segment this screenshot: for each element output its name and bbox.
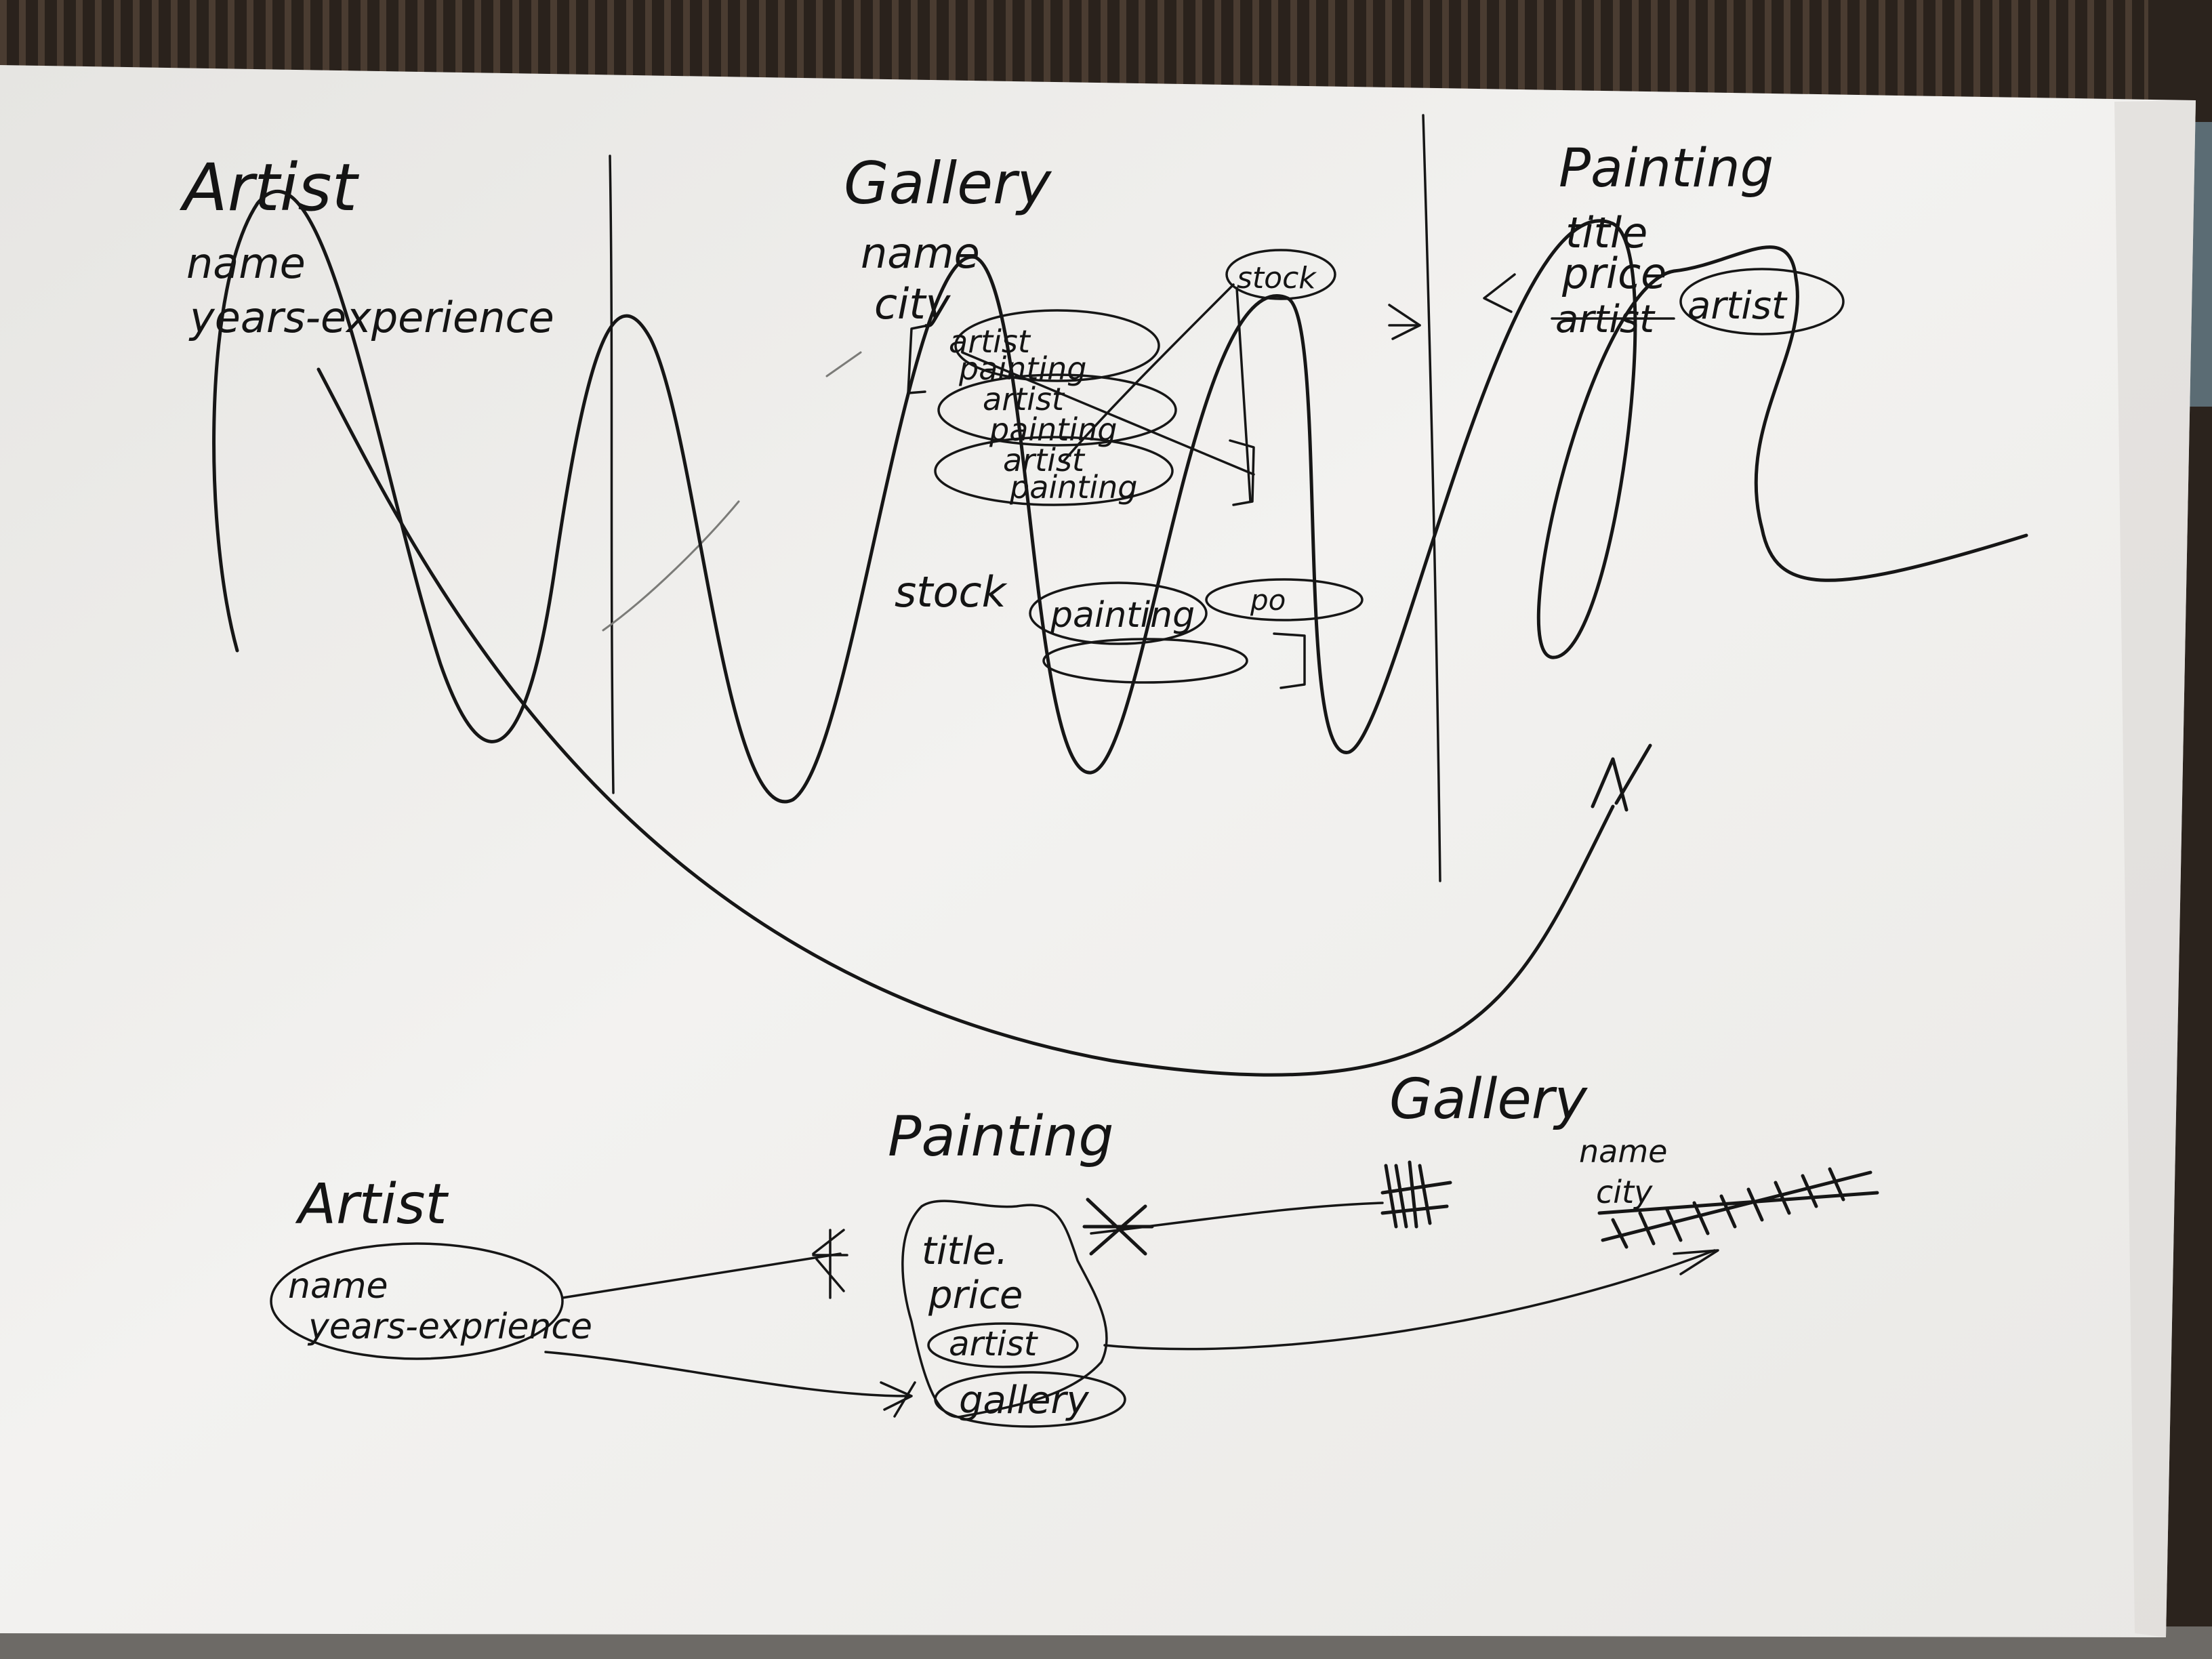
rel-painting-gallery-x [1082,1197,1154,1256]
list-item-ellipse-1 [954,309,1160,382]
top-gallery-entity: Gallery name city artist painting artist… [602,150,1364,689]
list-item-3-artist: artist [1003,442,1086,478]
scribble-wave [212,189,2028,804]
pencil-mark-1 [825,351,862,377]
curve-arrow-head [1591,743,1652,812]
rel-painting-gallery-bottom-head [1673,1249,1719,1275]
bottom-diagram: Artist name years-exprience Painting tit… [270,1067,1879,1428]
divider-line-1 [609,155,615,794]
bottom-artist-title: Artist [295,1172,449,1237]
bottom-gallery-title: Gallery [1389,1067,1589,1132]
arrow-left-head [1483,273,1516,313]
divider-line-2 [1422,114,1441,882]
stock-bubble-text: stock [1237,261,1317,295]
rel-artist-painting-bottom [544,1351,909,1397]
bottom-gallery-entity: Gallery name city [1380,1067,1879,1249]
stock-partial-text: po [1250,583,1286,617]
scribble-long-curve [316,367,1615,1077]
bottom-artist-field-name: name [288,1266,388,1307]
paper-sheet [0,65,2196,1637]
top-painting-title: Painting [1559,138,1774,199]
top-artist-field-years: years-experience [188,293,554,342]
bottom-painting-gallery-ellipse [934,1371,1126,1428]
bottom-painting-artist-ellipse [927,1322,1079,1368]
bottom-painting-field-price: price [928,1273,1023,1317]
bottom-painting-ref-artist: artist [949,1324,1039,1364]
rel-artist-painting-crowfoot [812,1229,848,1299]
top-gallery-field-city: city [874,279,951,329]
top-painting-entity: Painting title price artist artist [1388,138,1845,342]
top-diagram: Artist name years-experience Gallery nam… [179,114,2028,1077]
top-artist-title: Artist [179,150,359,226]
stock-label: stock [895,567,1008,617]
top-gallery-title: Gallery [844,150,1052,218]
bottom-painting-field-title: title. [922,1229,1008,1273]
top-gallery-field-name: name [861,228,980,278]
bottom-gallery-crossout [1597,1167,1879,1249]
bottom-gallery-field-city: city [1596,1174,1653,1210]
list-item-3-painting: painting [1009,469,1138,506]
stock-bracket-right [1273,632,1306,689]
list-item-ellipse-3 [934,436,1174,506]
top-painting-field-price: price [1561,249,1666,298]
list-item-2-painting: painting [989,411,1118,448]
top-artist-field-name: name [186,239,306,288]
top-painting-artist-ref: artist [1687,284,1788,328]
bottom-artist-field-years: years-exprience [307,1307,592,1347]
stock-bubble [1225,249,1336,300]
stock-painting-ellipse [1029,581,1208,645]
rel-painting-gallery-bottom [1103,1249,1716,1351]
top-artist-entity: Artist name years-experience [179,150,554,342]
bottom-painting-title: Painting [888,1105,1113,1169]
list-item-2-artist: artist [983,381,1065,417]
bottom-painting-entity: Painting title. price artist gallery [888,1105,1126,1428]
top-painting-field-title: title [1565,208,1647,258]
pencil-mark-2 [602,500,740,632]
bottom-gallery-field-name: name [1579,1133,1667,1170]
bottom-painting-outline [901,1200,1108,1418]
stock-link-1 [1063,283,1235,462]
bottom-painting-ref-gallery: gallery [959,1378,1089,1422]
stock-painting-text: painting [1050,595,1195,636]
bottom-gallery-scribble [1380,1160,1452,1229]
list-item-1-painting: painting [958,350,1087,387]
top-artist-ref-ellipse [1679,268,1845,335]
rel-artist-painting-top [561,1252,842,1299]
list-item-ellipse-2 [937,373,1177,447]
rel-artist-painting-bottom-head [880,1381,916,1418]
bottom-artist-entity: Artist name years-exprience [270,1172,592,1360]
paper-fold-shadow [2114,100,2196,1637]
bottom-artist-ellipse [270,1242,564,1360]
list-bracket-left [907,324,930,394]
stock-partial-ellipse [1205,578,1364,621]
